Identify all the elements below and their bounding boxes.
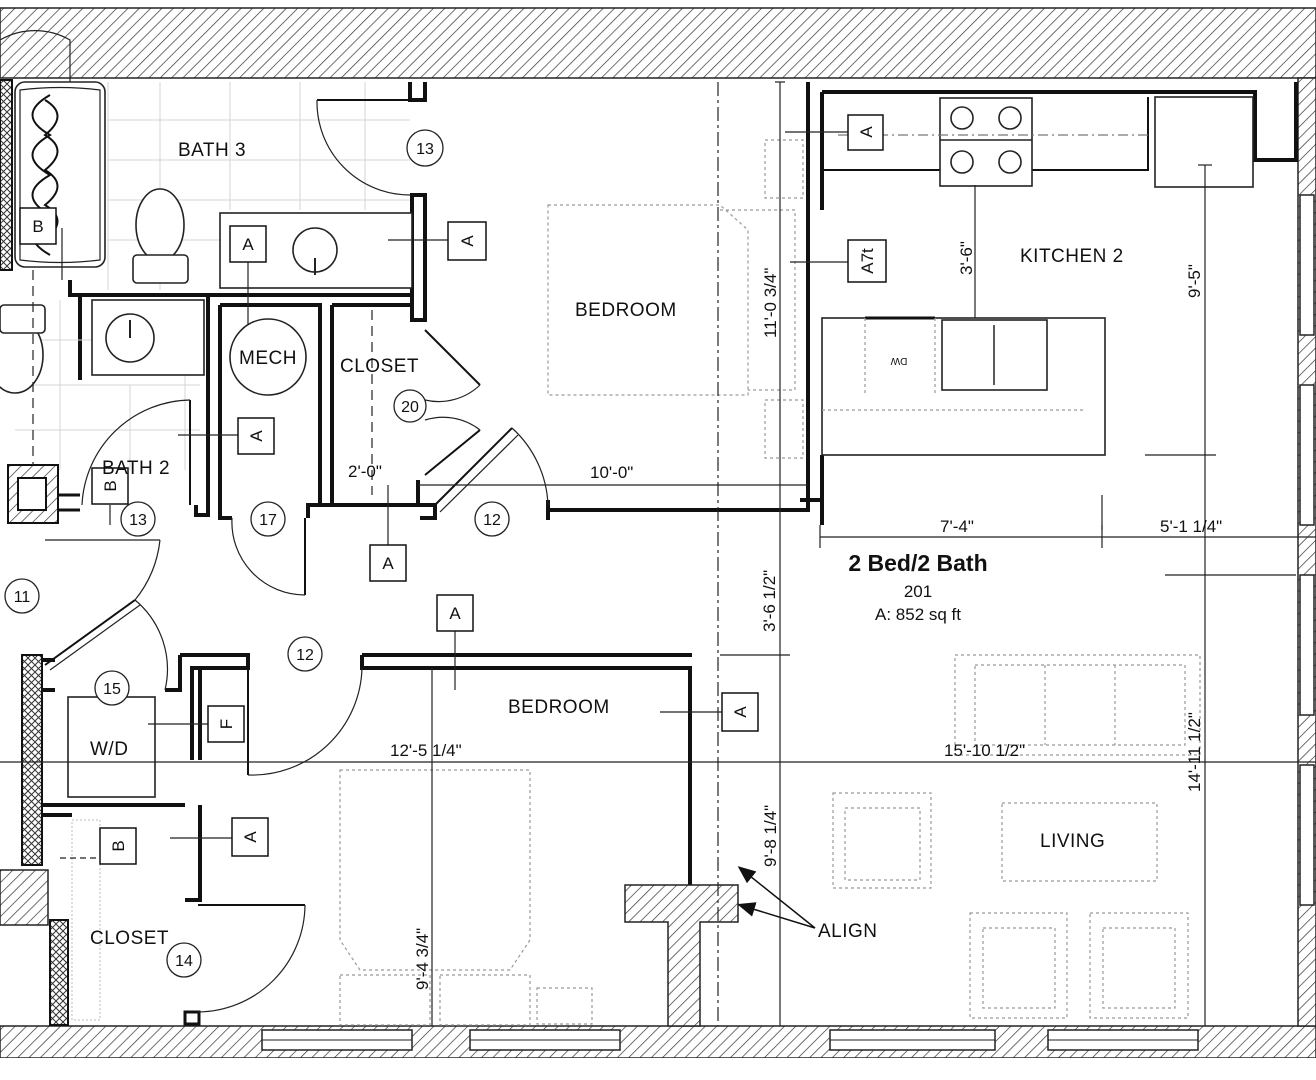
tag-a-bath3-vanity: A — [242, 235, 254, 254]
dimension-texts: 2'-0" 10'-0" 11'-0 3/4" 3'-6" 9'-5" 7'-4… — [348, 241, 1222, 990]
kitchen-fixtures — [821, 96, 1254, 456]
dim-11-0-3-4: 11'-0 3/4" — [761, 268, 780, 338]
room-label-living: LIVING — [1040, 831, 1105, 852]
bath2-fixtures — [0, 299, 205, 394]
bath3-fixtures — [14, 81, 413, 289]
align-annotation: ALIGN — [818, 921, 878, 942]
dim-9-4-3-4: 9'-4 3/4" — [413, 928, 432, 990]
tag-a-lower-closet: A — [241, 831, 260, 843]
tag-a-bedroom-wall: A — [449, 604, 461, 623]
tag-a-mech: A — [247, 430, 266, 442]
interior-walls — [7, 82, 1298, 1027]
tag-texts: A A7t A A A A A A F A B B B DW — [32, 126, 907, 852]
dimension-lines — [0, 81, 1316, 1026]
door-num-20: 20 — [401, 399, 419, 416]
tags — [19, 114, 887, 865]
windows-right — [1299, 194, 1315, 906]
room-label-bedroom-upper: BEDROOM — [575, 300, 677, 321]
dim-10-0: 10'-0" — [590, 463, 633, 482]
dim-14-11-1-2: 14'-11 1/2" — [1185, 712, 1204, 792]
tag-a-kitchen-top: A — [857, 126, 876, 138]
dim-3-6-1-2: 3'-6 1/2" — [760, 570, 779, 632]
washer-dryer — [67, 696, 156, 798]
exterior-walls — [0, 7, 1316, 1080]
dim-12-5-1-4: 12'-5 1/4" — [390, 741, 462, 760]
door-num-12-upper: 12 — [483, 512, 501, 529]
door-number-texts: 13 20 13 17 12 11 12 15 14 — [14, 141, 501, 970]
windows-bottom — [261, 1029, 1199, 1051]
room-label-closet-upper: CLOSET — [340, 356, 419, 377]
unit-number: 201 — [904, 582, 932, 601]
room-labels: BATH 3 BATH 2 MECH CLOSET BEDROOM KITCHE… — [90, 140, 1124, 949]
room-label-bath3: BATH 3 — [178, 140, 246, 161]
tag-a-bath3-right: A — [458, 235, 477, 247]
unit-area: A: 852 sq ft — [875, 605, 961, 624]
dim-9-5: 9'-5" — [1185, 264, 1204, 298]
dim-15-10-1-2: 15'-10 1/2" — [944, 741, 1025, 760]
door-num-14: 14 — [175, 953, 193, 970]
dim-2-0: 2'-0" — [348, 462, 382, 481]
tag-b-bath3: B — [32, 217, 43, 236]
dim-5-1-1-4: 5'-1 1/4" — [1160, 517, 1222, 536]
door-num-12-lower: 12 — [296, 647, 314, 664]
door-num-13-bath3: 13 — [416, 141, 434, 158]
tag-a-closet: A — [382, 554, 394, 573]
unit-info: 2 Bed/2 Bath 201 A: 852 sq ft — [848, 550, 987, 624]
tag-a-bedroom-right: A — [731, 706, 750, 718]
tag-b-closet: B — [109, 840, 128, 851]
tag-a7t: A7t — [858, 248, 877, 274]
tag-f: F — [217, 719, 236, 729]
furniture — [71, 139, 1201, 1026]
door-num-13-bath2: 13 — [129, 512, 147, 529]
unit-title: 2 Bed/2 Bath — [848, 550, 987, 576]
door-swings — [0, 30, 549, 1013]
room-label-wd: W/D — [90, 739, 128, 760]
door-num-17: 17 — [259, 512, 277, 529]
room-label-bedroom-lower: BEDROOM — [508, 697, 610, 718]
room-label-mech: MECH — [239, 348, 297, 369]
door-num-15: 15 — [103, 681, 121, 698]
dim-9-8-1-4: 9'-8 1/4" — [761, 805, 780, 867]
room-label-bath2: BATH 2 — [102, 458, 170, 479]
door-number-circles — [4, 129, 510, 978]
door-num-11: 11 — [14, 589, 31, 606]
tag-dw: DW — [890, 355, 907, 366]
tag-b-bath2: B — [101, 480, 120, 491]
room-label-kitchen: KITCHEN 2 — [1020, 246, 1124, 267]
dim-3-6: 3'-6" — [957, 241, 976, 275]
dim-7-4: 7'-4" — [940, 517, 974, 536]
room-label-closet-lower: CLOSET — [90, 928, 169, 949]
